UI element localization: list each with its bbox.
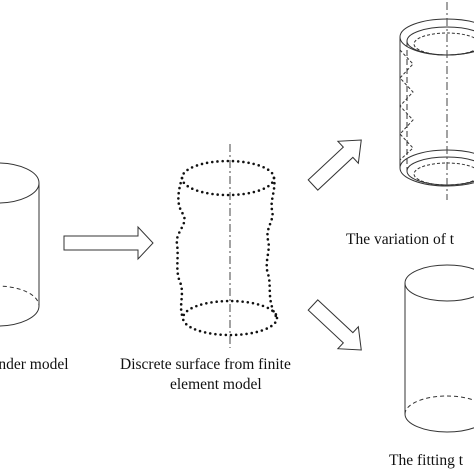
fitting-top-ellipse: [404, 264, 474, 302]
discrete-top-ring: [180, 159, 276, 197]
discrete-right-profile: [265, 176, 279, 320]
cylinder-top-ellipse: [0, 162, 40, 204]
discrete-bottom-ring: [181, 299, 279, 337]
fitting-bottom-front: [404, 413, 474, 433]
variation-bottom-inner: [406, 156, 474, 186]
discrete-surface-label-line2: element model: [170, 376, 262, 393]
variation-bottom-dashed: [413, 162, 474, 186]
discrete-surface: [175, 159, 279, 337]
cylinder-model: [0, 162, 40, 327]
cylinder-model-label: ylinder model: [0, 356, 69, 373]
variation-top-inner: [406, 26, 474, 56]
variation-label: The variation of t: [346, 231, 455, 248]
arrow-to-fitting: [307, 299, 362, 351]
fitting-cylinder: [404, 264, 474, 433]
cylinder-bottom-front: [0, 305, 40, 327]
variation-top-outer: [399, 18, 474, 56]
variation-top-dashed: [413, 32, 474, 56]
cylinder-bottom-back: [0, 285, 40, 307]
discrete-surface-label-line1: Discrete surface from finite: [120, 356, 291, 373]
fitting-bottom-back: [404, 395, 474, 415]
discrete-left-profile: [175, 176, 186, 320]
arrow-to-discrete: [63, 225, 154, 261]
fitting-label: The fitting t: [389, 452, 464, 469]
variation-bottom-outer: [399, 149, 474, 187]
variation-zigzag: [399, 49, 414, 161]
variation-cylinder: [399, 18, 474, 187]
arrow-to-variation: [307, 139, 362, 191]
